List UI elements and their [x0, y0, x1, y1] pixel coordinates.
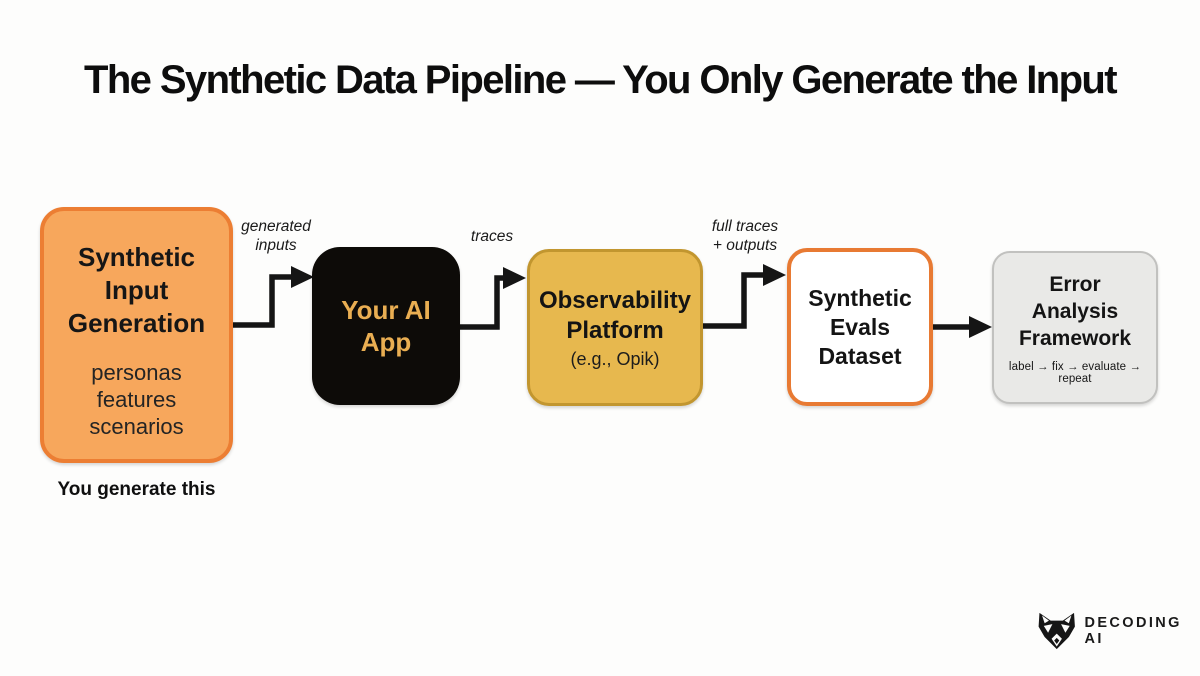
arrow-label-full-traces-outputs: full traces + outputs [693, 217, 797, 255]
page-title: The Synthetic Data Pipeline — You Only G… [84, 58, 1118, 102]
decoding-ai-logo: DECODING AI [1036, 610, 1200, 652]
arrow-label-line: full traces [711, 218, 779, 235]
box-title-line: Dataset [818, 342, 902, 369]
arrow-label-generated-inputs: generated inputs [222, 217, 330, 255]
box-title: Your AI App [341, 294, 431, 358]
box-title-line: Input [104, 275, 169, 305]
logo-text: DECODING AI [1084, 615, 1182, 647]
box-title-line: Platform [566, 316, 664, 344]
box-title-line: Your AI [341, 295, 431, 325]
box-title-line: Framework [1018, 326, 1132, 350]
box-error-analysis-framework: Error Analysis Framework label → fix → e… [992, 251, 1158, 404]
box-observability-platform: Observability Platform (e.g., Opik) [527, 249, 703, 406]
box-your-ai-app: Your AI App [312, 247, 460, 405]
box-title-line: Synthetic [77, 242, 196, 272]
arrow-label-line: generated [241, 218, 311, 235]
box-body: personas features scenarios [89, 359, 183, 440]
box-synthetic-evals-dataset: Synthetic Evals Dataset [787, 248, 933, 406]
arrow-label-line: + outputs [712, 237, 778, 254]
arrow-traces [460, 275, 504, 330]
arrowhead-icon [503, 267, 526, 289]
box-subtitle: (e.g., Opik) [570, 348, 660, 369]
fox-head-icon [1038, 612, 1075, 650]
arrowhead-icon [763, 264, 786, 286]
box-body-line: scenarios [89, 414, 184, 439]
box-synthetic-input-generation: Synthetic Input Generation personas feat… [40, 207, 233, 463]
box-title-line: App [360, 327, 412, 357]
arrowhead-icon [969, 316, 992, 338]
box-title: Synthetic Input Generation [68, 241, 205, 340]
box-body-line: features [96, 387, 177, 412]
arrow-label-line: traces [470, 228, 514, 245]
box-title-line: Evals [829, 313, 891, 340]
arrow-generated-inputs [233, 274, 292, 328]
box-title: Observability Platform [539, 286, 691, 346]
you-generate-this-label: You generate this [57, 479, 216, 500]
arrow-full-traces [703, 272, 764, 329]
arrow-label-traces: traces [452, 227, 532, 246]
box-subtitle: label → fix → evaluate → repeat [1008, 360, 1142, 385]
arrowhead-icon [291, 266, 314, 288]
box-body-line: personas [91, 360, 182, 385]
box-title-line: Generation [67, 308, 206, 338]
box-title: Synthetic Evals Dataset [808, 284, 912, 371]
box-title-line: Synthetic [808, 284, 912, 311]
box-title-line: Error [1049, 272, 1101, 296]
box-title-line: Observability [538, 286, 692, 314]
arrow-label-line: inputs [255, 237, 297, 254]
box-title-line: Analysis [1031, 299, 1119, 323]
box-title: Error Analysis Framework [1019, 271, 1131, 352]
